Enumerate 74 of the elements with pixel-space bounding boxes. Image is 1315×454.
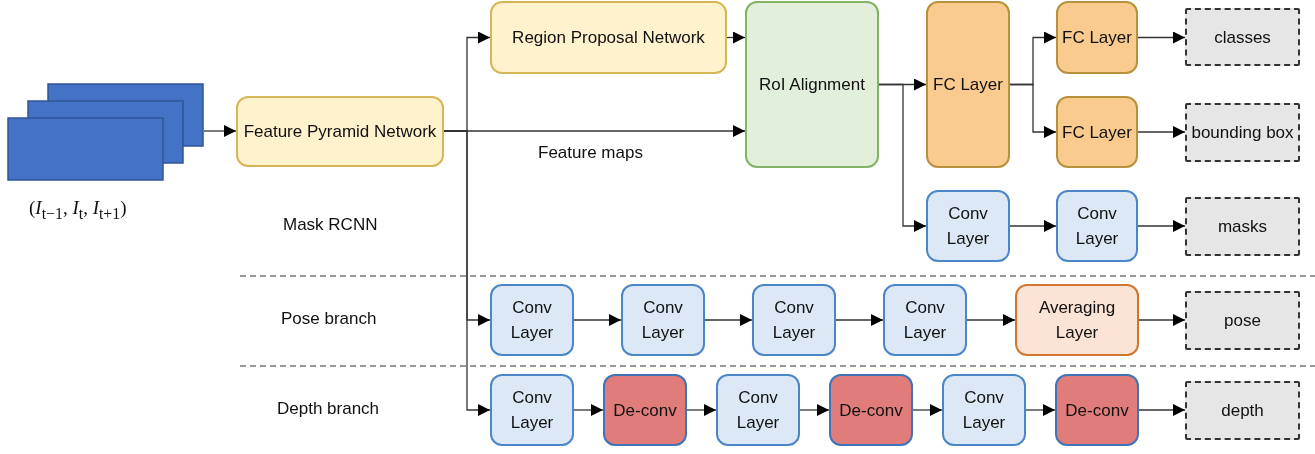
arrow	[878, 83, 927, 232]
arrow	[203, 125, 237, 137]
arrow	[726, 31, 746, 44]
image-caption: (I$_{t−1}$, I$_{t}$, I$_{t+1}$)	[29, 197, 127, 223]
process-box	[490, 284, 574, 356]
node-label: classes	[1214, 26, 1271, 49]
process-box	[1055, 374, 1139, 446]
process-box	[1015, 284, 1139, 356]
node-label: De-conv	[612, 399, 678, 422]
output-box	[1185, 197, 1300, 256]
node-label: Region Proposal Network	[512, 27, 705, 49]
arrow	[912, 404, 943, 416]
process-box	[745, 1, 879, 168]
process-box	[716, 374, 800, 446]
node-label: pose	[1224, 310, 1261, 332]
process-box	[926, 1, 1010, 168]
arrow	[1137, 220, 1186, 232]
node-label: masks	[1217, 216, 1268, 238]
process-box	[926, 190, 1010, 262]
output-box	[1185, 8, 1300, 66]
arrow	[704, 314, 753, 326]
output-box	[1185, 381, 1300, 440]
arrow	[573, 314, 622, 326]
edge-label: Feature maps	[536, 143, 645, 163]
process-box	[883, 284, 967, 356]
arrow	[1138, 314, 1186, 326]
process-box	[1056, 1, 1138, 74]
arrow	[835, 314, 884, 326]
node-label: Conv Layer	[1074, 203, 1120, 250]
process-box	[1056, 96, 1138, 168]
process-box	[490, 374, 574, 446]
section-label: Pose branch	[281, 309, 377, 329]
node-label: De-conv	[1064, 399, 1130, 422]
arrow	[966, 314, 1016, 326]
arrow	[799, 404, 830, 416]
node-label: De-conv	[838, 399, 904, 422]
node-label: Feature Pyramid Network	[243, 121, 437, 143]
process-box	[621, 284, 705, 356]
arrow	[1138, 404, 1186, 416]
node-label: bounding box	[1191, 122, 1294, 144]
arrow	[1137, 126, 1186, 138]
output-box	[1185, 103, 1300, 162]
node-label: Conv Layer	[640, 297, 686, 344]
process-box	[829, 374, 913, 446]
arrow	[573, 404, 604, 416]
process-box	[752, 284, 836, 356]
process-box	[1056, 190, 1138, 262]
node-label: Conv Layer	[735, 387, 781, 434]
node-label: FC Layer	[1061, 27, 1133, 49]
node-label: Conv Layer	[509, 297, 555, 344]
arrow	[1009, 220, 1057, 232]
node-label: FC Layer	[1061, 121, 1133, 144]
process-box	[603, 374, 687, 446]
output-box	[1185, 291, 1300, 350]
arrow	[443, 130, 491, 416]
process-box	[490, 1, 727, 74]
arrow	[1137, 31, 1186, 44]
arrow	[686, 404, 717, 416]
process-box	[942, 374, 1026, 446]
node-label: Averaging Layer	[1037, 297, 1117, 344]
node-label: depth	[1221, 400, 1264, 422]
node-label: RoI Alignment	[759, 74, 865, 96]
section-label: Depth branch	[277, 399, 380, 419]
node-label: Conv Layer	[961, 387, 1007, 434]
node-label: Conv Layer	[771, 297, 817, 344]
image-stack-drawing	[7, 83, 204, 181]
process-box	[236, 96, 444, 167]
node-label: Conv Layer	[902, 297, 948, 344]
node-label: FC Layer	[932, 74, 1004, 96]
node-label: Conv Layer	[945, 203, 991, 250]
section-label: Mask RCNN	[283, 215, 378, 235]
arrow	[1009, 83, 1057, 138]
node-label: Conv Layer	[509, 387, 555, 434]
arrow	[1025, 404, 1056, 416]
